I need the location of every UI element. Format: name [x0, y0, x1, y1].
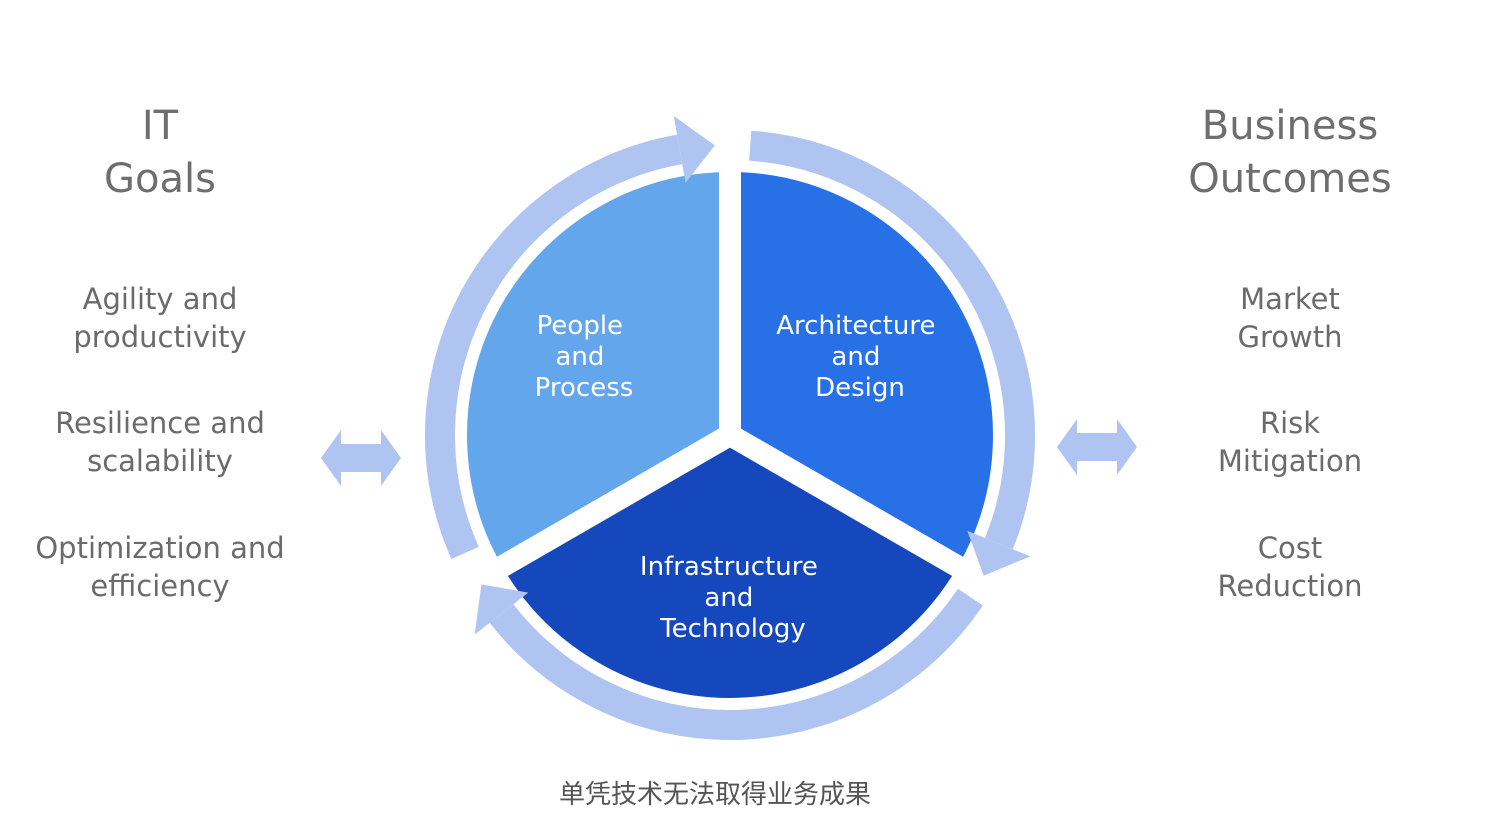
it-goals-title: IT Goals: [0, 100, 320, 206]
double-arrow-left-icon: [321, 430, 401, 486]
item-line: efficiency: [90, 569, 230, 603]
business-outcome-item: Risk Mitigation: [1130, 404, 1450, 480]
segment-label-infrastructure-technology: Infrastructure and Technology: [640, 552, 826, 644]
item-line: Agility and: [82, 282, 238, 316]
item-line: Resilience and: [55, 406, 265, 440]
item-line: Mitigation: [1217, 444, 1363, 478]
item-line: productivity: [73, 320, 247, 354]
item-line: Optimization and: [35, 531, 285, 565]
business-outcome-item: Cost Reduction: [1130, 529, 1450, 605]
ring-arrow-people-to-architecture: [425, 134, 683, 560]
item-line: Reduction: [1217, 569, 1363, 603]
caption: 单凭技术无法取得业务成果: [558, 780, 871, 810]
it-goals-title-line1: IT: [141, 103, 179, 149]
it-goal-item: Optimization and efficiency: [0, 529, 320, 605]
arrowhead-icon: [673, 115, 715, 183]
business-outcomes-title: Business Outcomes: [1130, 100, 1450, 206]
item-line: Market: [1240, 282, 1340, 316]
it-goals-title-line2: Goals: [104, 156, 216, 202]
item-line: Risk: [1259, 406, 1321, 440]
item-line: Cost: [1257, 531, 1323, 565]
item-line: Growth: [1237, 320, 1343, 354]
item-line: scalability: [87, 444, 233, 478]
arrowhead-icon: [967, 530, 1031, 576]
business-outcomes-title-line2: Outcomes: [1188, 156, 1392, 202]
segment-label-people-process: People and Process: [535, 311, 634, 403]
double-arrow-right-icon: [1057, 419, 1137, 475]
ring-arrow-architecture-to-infrastructure: [749, 130, 1035, 550]
business-outcomes-title-line1: Business: [1201, 103, 1379, 149]
sector-infrastructure-technology: [477, 422, 983, 720]
ring-arrow-infrastructure-to-people: [489, 588, 983, 740]
it-goal-item: Agility and productivity: [0, 280, 320, 356]
business-outcome-item: Market Growth: [1130, 280, 1450, 356]
it-goal-item: Resilience and scalability: [0, 404, 320, 480]
arrowhead-icon: [474, 584, 529, 635]
segment-label-architecture-design: Architecture and Design: [776, 311, 943, 403]
